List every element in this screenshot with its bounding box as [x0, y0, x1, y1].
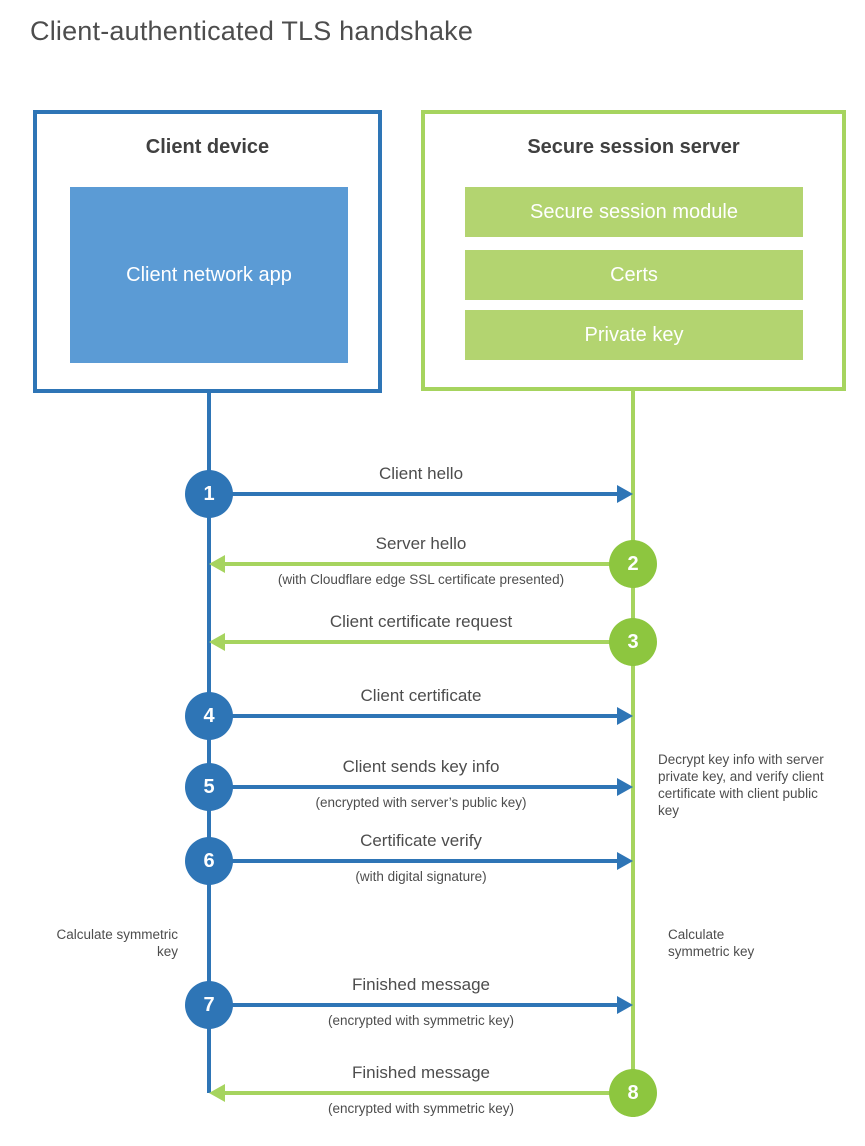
step-5-sublabel: (encrypted with server’s public key) [315, 795, 527, 810]
step-1-label: Client hello [378, 464, 464, 483]
client-device-heading: Client device [145, 136, 270, 158]
server-bar-certs: Certs [465, 250, 803, 300]
step-5-circle: 5 [185, 763, 233, 811]
step-3-circle: 3 [609, 618, 657, 666]
secure-session-server-box: Secure session server Secure session mod… [421, 110, 846, 391]
step-3-label: Client certificate request [329, 612, 513, 631]
step-3-arrow-line [225, 640, 633, 644]
step-4-circle: 4 [185, 692, 233, 740]
client-network-app-box: Client network app [70, 187, 348, 363]
step-4-label: Client certificate [360, 686, 482, 705]
step-1-arrowhead-right-icon [617, 485, 633, 503]
step-2-label: Server hello [375, 534, 467, 553]
step-7-sublabel: (encrypted with symmetric key) [327, 1013, 515, 1028]
step-6-arrow-line [209, 859, 617, 863]
client-lifeline [207, 393, 211, 1093]
step-2-arrowhead-left-icon [209, 555, 225, 573]
step-4-arrowhead-right-icon [617, 707, 633, 725]
secure-session-server-heading: Secure session server [527, 136, 740, 158]
step-7-arrow-line [209, 1003, 617, 1007]
step-5-arrowhead-right-icon [617, 778, 633, 796]
step-8-sublabel: (encrypted with symmetric key) [327, 1101, 515, 1116]
page-title: Client-authenticated TLS handshake [30, 16, 474, 46]
step-7-label: Finished message [352, 975, 490, 994]
step-8-label: Finished message [352, 1063, 490, 1082]
server-bar-secure-session-module: Secure session module [465, 187, 803, 237]
calculate-symmetric-key-note-server: Calculate symmetric key [668, 927, 755, 959]
calculate-symmetric-key-note-client: Calculate symmetric key [56, 927, 178, 959]
step-6-arrowhead-right-icon [617, 852, 633, 870]
step-2-circle: 2 [609, 540, 657, 588]
server-bar-private-key: Private key [465, 310, 803, 360]
step-5-arrow-line [209, 785, 617, 789]
step-5-label: Client sends key info [342, 757, 500, 776]
decrypt-note: Decrypt key info with server private key… [658, 752, 824, 818]
step-1-arrow-line [209, 492, 617, 496]
step-8-arrow-line [225, 1091, 633, 1095]
step-8-circle: 8 [609, 1069, 657, 1117]
client-network-app-label: Client network app [126, 264, 292, 286]
step-7-circle: 7 [185, 981, 233, 1029]
step-6-label: Certificate verify [360, 831, 482, 850]
step-7-arrowhead-right-icon [617, 996, 633, 1014]
step-6-sublabel: (with digital signature) [355, 869, 487, 884]
step-3-arrowhead-left-icon [209, 633, 225, 651]
step-2-sublabel: (with Cloudflare edge SSL certificate pr… [277, 572, 565, 587]
step-4-arrow-line [209, 714, 617, 718]
step-8-arrowhead-left-icon [209, 1084, 225, 1102]
step-6-circle: 6 [185, 837, 233, 885]
step-2-arrow-line [225, 562, 633, 566]
step-1-circle: 1 [185, 470, 233, 518]
client-device-box: Client device Client network app [33, 110, 382, 393]
server-lifeline [631, 391, 635, 1117]
